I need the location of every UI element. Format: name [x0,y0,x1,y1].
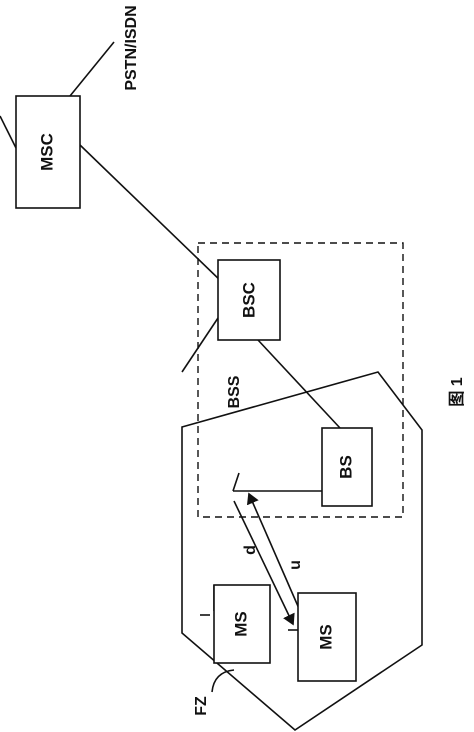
bsc-box [217,259,281,341]
downlink-label: d [242,545,259,555]
msc-label: MSC [37,133,56,171]
ms-lower-box [297,592,357,682]
fz-pointer [211,669,235,693]
ms-upper-box [213,584,271,664]
msc-external-link [0,115,17,149]
bs-antenna [232,472,240,492]
msc-box [15,95,81,209]
msc-pstn-link [69,41,115,97]
pstn-isdn-label: PSTN/ISDN [123,5,140,90]
bsc-antenna [181,317,219,373]
ms-upper-label: MS [231,611,250,637]
fz-label: FZ [193,696,210,716]
figure-caption: 图 1 [448,377,466,406]
bs-box [321,427,373,507]
msc-bsc-link [79,144,225,285]
downlink-arrow [233,500,295,626]
bss-boundary [197,242,404,518]
bsc-bs-link [257,339,341,429]
bsc-label: BSC [239,282,258,318]
cell-hexagon [181,371,423,732]
bss-label: BSS [226,375,243,408]
ms-lower-label: MS [316,624,335,650]
uplink-label: u [287,560,304,570]
uplink-arrow [246,492,305,621]
bs-label: BS [336,455,355,479]
